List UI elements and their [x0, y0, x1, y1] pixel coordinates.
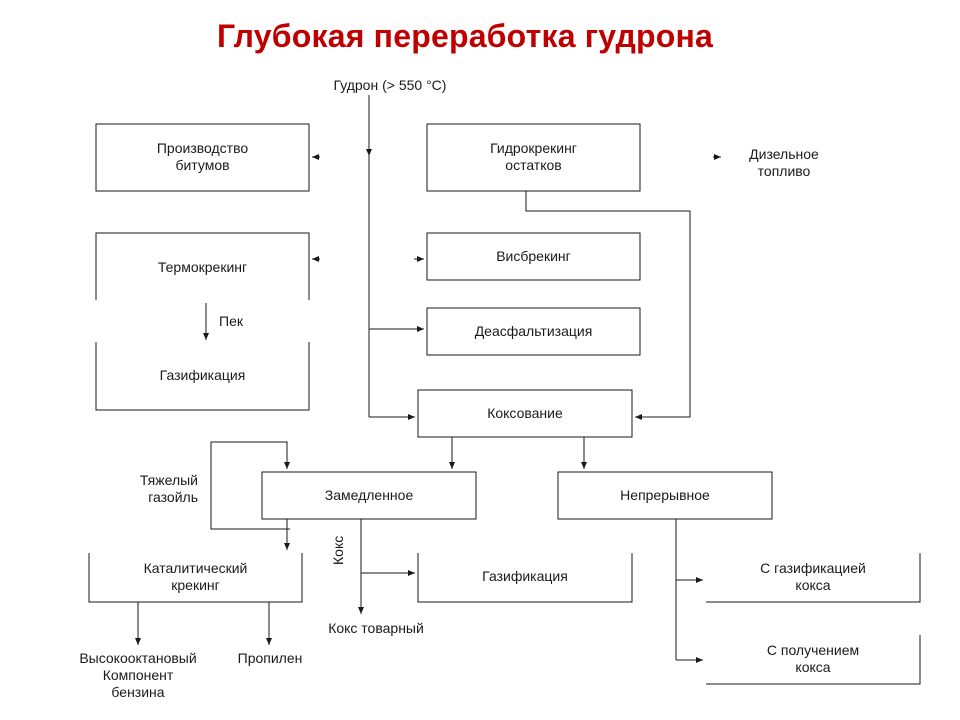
box-visbreaking — [426, 232, 641, 281]
box-gasification-mid — [417, 553, 633, 603]
label-visbreaking: Висбрекинг — [496, 248, 571, 264]
page-title: Глубокая переработка гудрона — [216, 18, 714, 54]
label-gasification-left: Газификация — [159, 367, 246, 383]
box-deasphalting — [426, 307, 641, 356]
label-coke-vertical: Кокс — [330, 535, 346, 565]
box-with-coke — [706, 635, 921, 685]
box-thermocracking — [95, 232, 310, 300]
box-catalytic — [88, 553, 303, 603]
box-continuous — [557, 471, 773, 520]
label-delayed: Замедленное — [324, 487, 414, 503]
box-hydrocracking — [426, 123, 641, 192]
label-hydrocracking: Гидрокрекинг остатков — [490, 140, 577, 173]
box-bitumen — [95, 123, 310, 192]
label-diesel: Дизельное топливо — [749, 146, 819, 179]
box-delayed — [261, 471, 477, 520]
label-propylene: Пропилен — [237, 650, 303, 666]
box-gasification-left — [95, 342, 310, 411]
label-heavy-gasoil: Тяжелый газойль — [139, 472, 198, 505]
arrow-hydrocracking-to-coking — [525, 191, 691, 420]
label-with-coke: С получением кокса — [766, 642, 860, 675]
label-gasification-mid: Газификация — [482, 568, 568, 584]
label-deasphalting: Деасфальтизация — [474, 323, 593, 339]
label-catalytic: Каталитический крекинг — [143, 560, 248, 593]
label-bitumen: Производство битумов — [156, 140, 249, 173]
feed-label: Гудрон (> 550 °С) — [333, 77, 447, 93]
label-continuous: Непрерывное — [620, 487, 710, 503]
label-high-octane: Высокооктановый Компонент бензина — [79, 650, 197, 700]
label-pitch: Пек — [219, 313, 243, 329]
label-commercial-coke: Кокс товарный — [328, 620, 424, 636]
arrow-recycle-to-delayed — [210, 441, 290, 530]
label-with-gasification: С газификацией кокса — [760, 560, 866, 593]
box-coking — [417, 389, 633, 438]
label-thermocracking: Термокрекинг — [157, 259, 248, 275]
label-coking: Коксование — [487, 405, 563, 421]
box-with-gasification — [706, 553, 921, 603]
